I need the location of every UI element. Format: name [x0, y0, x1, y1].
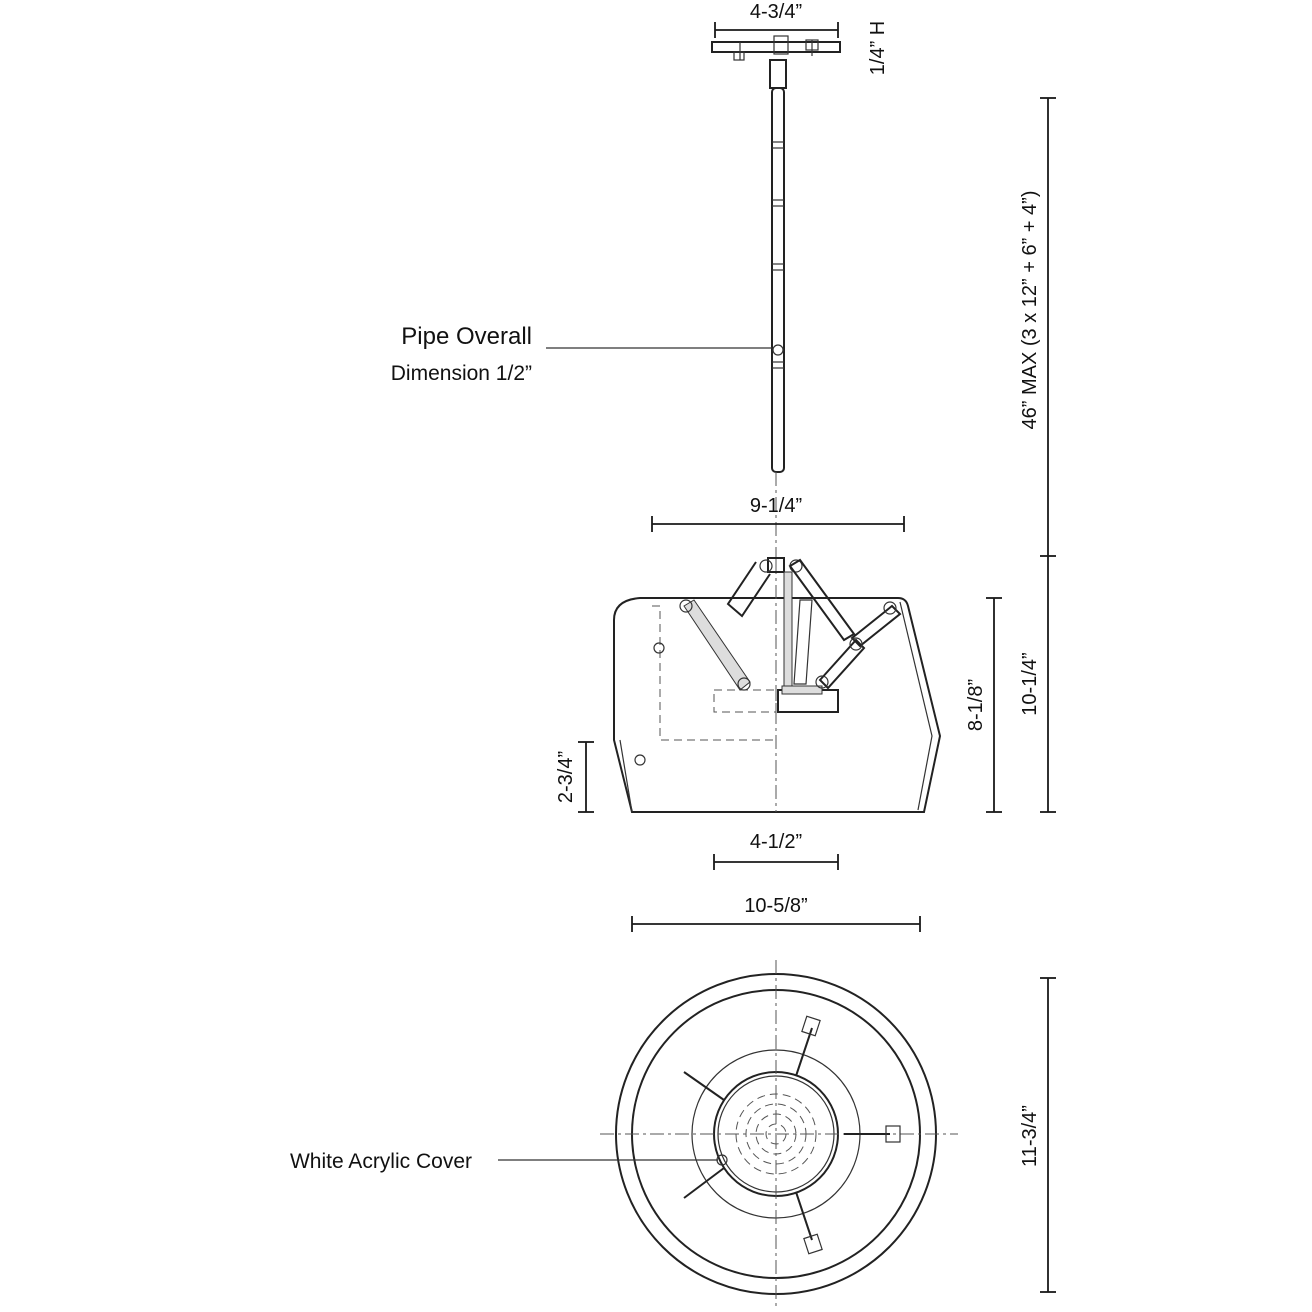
bottom-opening-text: 4-1/2”: [750, 831, 802, 853]
pipe-label-line2: Dimension 1/2”: [391, 362, 532, 385]
top-width-text: 9-1/4”: [750, 495, 802, 517]
overall-height-text: 10-1/4”: [1019, 652, 1041, 715]
dimension-top-width: 9-1/4”: [651, 495, 905, 532]
dimension-bottom-opening: 4-1/2”: [713, 831, 839, 870]
diameter-width-text: 10-5/8”: [744, 895, 807, 917]
cover-callout: White Acrylic Cover: [290, 1150, 718, 1173]
dimension-shade-height: 8-1/8”: [965, 597, 1002, 813]
shade-side-view: [613, 557, 942, 813]
dimension-stem-max: 46” MAX (3 x 12” + 6” + 4”): [1019, 97, 1056, 557]
dimension-canopy-width: 4-3/4”: [714, 1, 839, 38]
pipe-label-line1: Pipe Overall: [401, 323, 532, 350]
canopy: [711, 35, 841, 61]
stem-max-text: 46” MAX (3 x 12” + 6” + 4”): [1019, 191, 1041, 430]
shade-plan-view: [600, 960, 958, 1306]
canopy-height-text: 1/4” H: [867, 21, 889, 75]
diameter-height-text: 11-3/4”: [1019, 1105, 1041, 1167]
dimension-overall-height: 10-1/4”: [1019, 556, 1056, 813]
stem-pipe: [769, 59, 787, 560]
pipe-callout: Pipe Overall Dimension 1/2”: [391, 323, 772, 385]
dimension-lower-height: 2-3/4”: [555, 741, 594, 813]
dimension-diameter-width: 10-5/8”: [631, 895, 921, 932]
canopy-width-text: 4-3/4”: [750, 1, 802, 23]
cover-label: White Acrylic Cover: [290, 1150, 472, 1173]
lower-height-text: 2-3/4”: [555, 751, 577, 803]
shade-height-text: 8-1/8”: [965, 679, 987, 731]
dimension-diameter-height: 11-3/4”: [1019, 977, 1056, 1293]
